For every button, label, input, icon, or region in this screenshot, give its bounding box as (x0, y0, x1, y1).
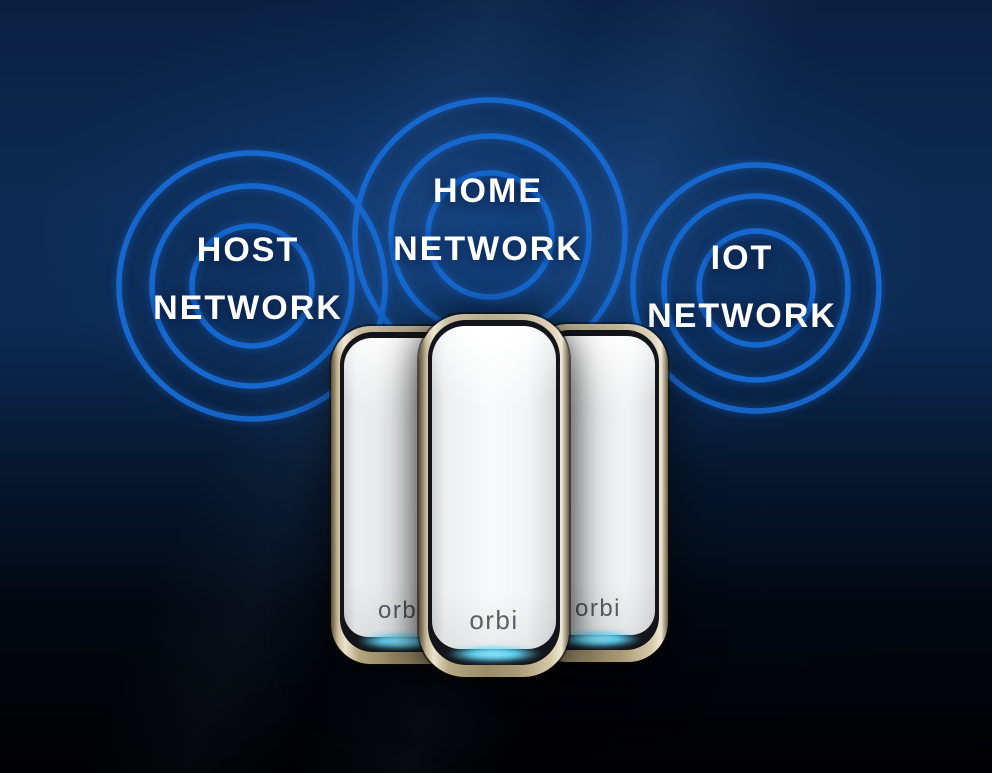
host-network-label: HOST NETWORK (153, 221, 343, 337)
iot-network-label: IOT NETWORK (647, 229, 837, 345)
router-center-bezel: orbi (428, 320, 560, 665)
orbi-router-center: orbi (419, 314, 569, 677)
iot-network-line2: NETWORK (647, 297, 837, 335)
orbi-logo-center: orbi (469, 605, 519, 635)
router-center-face: orbi (432, 326, 556, 649)
home-network-line2: NETWORK (393, 230, 583, 268)
orbi-logo-left: orbi (377, 597, 425, 624)
orbi-logo-right: orbi (574, 595, 622, 622)
led-glow-center (446, 645, 542, 663)
host-network-rings-icon (116, 150, 388, 422)
home-network-label: HOME NETWORK (393, 162, 583, 278)
led-glow-right (554, 630, 642, 648)
host-network-line1: HOST (196, 231, 300, 269)
iot-network-line1: IOT (710, 239, 774, 277)
iot-network-rings-icon (630, 162, 882, 414)
host-network-line2: NETWORK (153, 289, 343, 327)
home-network-line1: HOME (433, 172, 543, 210)
